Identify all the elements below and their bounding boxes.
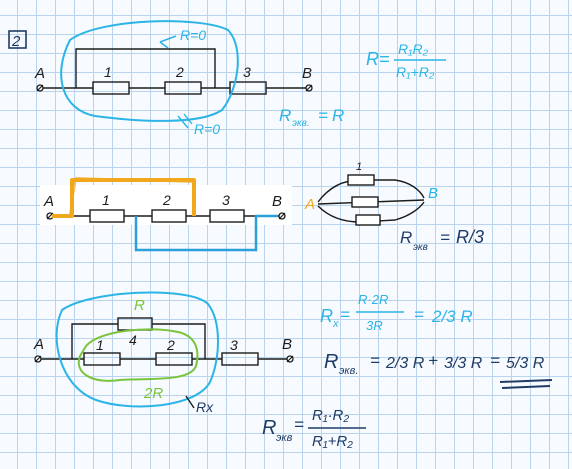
label-rx: Rx <box>196 399 214 415</box>
result-2-lhs: R <box>400 228 412 247</box>
total-term-2: 3/3 R <box>444 355 483 372</box>
formula-parallel: R = R₁R₂ R₁+R₂ <box>366 41 446 80</box>
total-sub: экв. <box>339 365 358 377</box>
general-numerator: R₁·R₂ <box>312 407 349 424</box>
formula-numerator: R₁R₂ <box>398 41 429 57</box>
short-wire <box>75 48 216 88</box>
short-circuit-outline <box>60 20 239 122</box>
terminal-b-label: B <box>282 336 292 353</box>
orange-wire <box>52 178 196 218</box>
equals-sign: = <box>294 415 304 434</box>
terminal-b-label: B <box>302 65 312 82</box>
resistor-4-label: 4 <box>129 332 137 348</box>
result-1-lhs: R <box>279 106 291 125</box>
equals-sign: = <box>340 305 350 324</box>
label-r: R <box>134 297 145 314</box>
result-1: R <box>332 106 344 125</box>
total-result: 5/3 R <box>506 355 545 372</box>
resistor-2-label: 2 <box>175 64 184 80</box>
problem-number: 2 <box>11 33 21 50</box>
circuit-diagram-3: A B 1 2 3 4 R 2R Rx <box>33 291 294 415</box>
resistor-1 <box>83 352 121 366</box>
result-2-sub: экв <box>413 242 428 253</box>
formula-denominator: R₁+R₂ <box>396 64 435 80</box>
resistor-1 <box>92 81 130 95</box>
result-2: R/3 <box>456 227 484 247</box>
equiv-top-label: 1 <box>356 161 362 173</box>
equiv-terminal-b: B <box>428 185 438 202</box>
diagram-2-backdrop <box>40 185 292 225</box>
terminal-a-label: A <box>34 65 45 82</box>
resistor-3 <box>221 352 259 366</box>
resistor-3-label: 3 <box>222 192 230 208</box>
equiv-resistor-middle <box>351 196 379 208</box>
resistor-4 <box>117 317 153 331</box>
rx-sub: x <box>332 318 339 330</box>
equals-sign: = <box>440 228 450 247</box>
equiv-resistor-bottom <box>355 214 381 226</box>
rx-value: 2/3 R <box>431 307 473 326</box>
resistor-3-label: 3 <box>230 337 238 353</box>
terminal-a-label: A <box>43 193 54 210</box>
total-term-1: 2/3 R <box>385 355 425 372</box>
resistor-2 <box>164 81 202 95</box>
blue-wire <box>134 214 278 252</box>
plus-sign: + <box>428 351 438 370</box>
resistor-1-label: 1 <box>96 337 104 353</box>
equiv-terminal-a: A <box>304 196 315 213</box>
formula-rx: R x = R·2R 3R = 2/3 R <box>320 292 473 333</box>
equiv-resistor-top <box>347 174 375 186</box>
resistor-2 <box>155 352 193 366</box>
resistor-1-label: 1 <box>102 192 110 208</box>
general-denominator: R₁+R₂ <box>312 433 353 450</box>
resistor-2-label: 2 <box>162 192 171 208</box>
equals-sign: = <box>370 351 380 370</box>
total-lhs: R <box>324 351 338 373</box>
equals-sign: = <box>490 351 500 370</box>
general-sub: экв <box>276 432 293 444</box>
annotation-r0-bottom: R=0 <box>194 121 220 137</box>
problem-number-box <box>8 30 27 49</box>
label-2r: 2R <box>143 385 163 402</box>
result-1-sub: экв. <box>292 118 310 129</box>
resistor-3-label: 3 <box>243 64 251 80</box>
rx-lhs: R <box>320 306 333 326</box>
arrow-icon <box>159 35 177 49</box>
circuit-diagram-2: A B 1 2 3 <box>40 176 292 252</box>
underline <box>499 379 553 383</box>
equals-sign: = <box>414 305 424 324</box>
equals-sign: = <box>318 106 328 125</box>
formula-general: R экв = R₁·R₂ R₁+R₂ <box>262 407 366 450</box>
series-group-outline <box>77 328 199 382</box>
circuit-diagram-1: A B 1 2 3 R=0 R=0 R экв. = R <box>34 20 344 137</box>
formula-total: R экв. = 2/3 R + 3/3 R = 5/3 R <box>324 351 553 389</box>
terminal-b-label: B <box>272 193 282 210</box>
underline <box>501 385 551 389</box>
rx-numerator: R·2R <box>358 292 388 307</box>
rx-group-outline <box>55 291 219 408</box>
equivalent-circuit-sketch: 1 A B R экв = R/3 <box>304 161 484 253</box>
terminal-a-label: A <box>33 336 44 353</box>
equals-sign: = <box>379 49 390 69</box>
annotation-r0-top: R=0 <box>180 27 206 43</box>
hatch-icon <box>177 113 193 129</box>
general-lhs: R <box>262 417 276 439</box>
resistor-2-label: 2 <box>166 337 175 353</box>
resistor-1-label: 1 <box>104 64 112 80</box>
rx-denominator: 3R <box>366 318 383 333</box>
formula-lhs: R <box>366 49 379 69</box>
